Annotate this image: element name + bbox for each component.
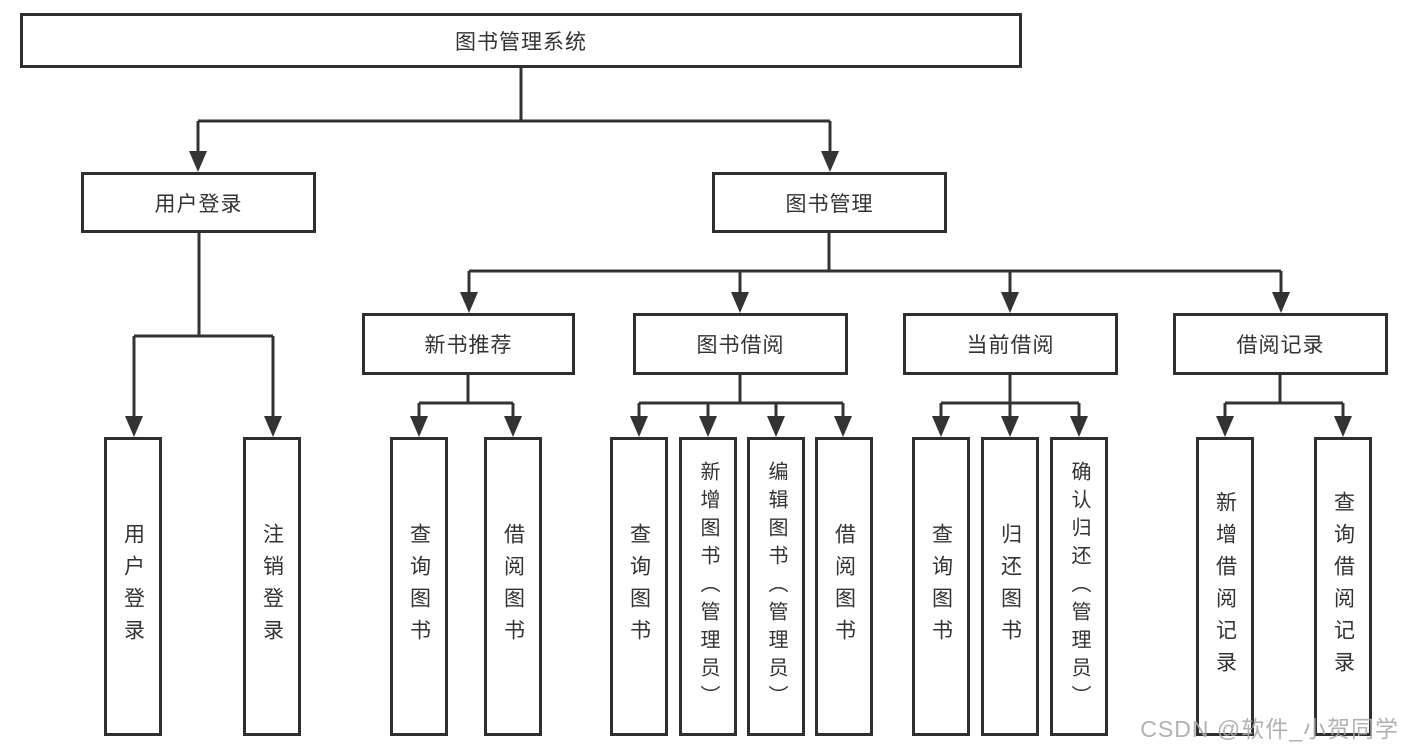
leaf-borrow-books-2: 借阅图书 <box>815 437 873 736</box>
leaf-user-login: 用户登录 <box>104 437 162 736</box>
leaf-query-borrow-record: 查询借阅记录 <box>1314 437 1372 736</box>
node-book-borrow: 图书借阅 <box>633 313 848 375</box>
node-book-management-label: 图书管理 <box>785 192 874 216</box>
node-root: 图书管理系统 <box>20 13 1022 68</box>
leaf-label: 归还图书 <box>998 522 1022 651</box>
leaf-label: 查询图书 <box>929 522 953 651</box>
node-borrow-records: 借阅记录 <box>1173 313 1388 375</box>
leaf-edit-books-admin: 编辑图书（管理员） <box>747 437 805 736</box>
connector-user-login <box>125 233 282 437</box>
leaf-label: 确认归还（管理员） <box>1068 460 1090 713</box>
leaf-label: 新增借阅记录 <box>1213 490 1237 683</box>
node-user-login: 用户登录 <box>81 172 316 233</box>
leaf-label: 查询借阅记录 <box>1331 490 1355 683</box>
node-current-borrow-label: 当前借阅 <box>966 334 1055 357</box>
leaf-confirm-return-admin: 确认归还（管理员） <box>1050 437 1108 736</box>
connector-book-management <box>460 233 1290 313</box>
connector-new-book-recommend <box>410 375 522 437</box>
leaf-label: 借阅图书 <box>501 522 525 651</box>
leaf-label: 查询图书 <box>407 522 431 651</box>
connector-borrow-records <box>1216 375 1352 437</box>
node-book-management: 图书管理 <box>712 172 947 233</box>
leaf-label: 编辑图书（管理员） <box>765 460 787 713</box>
leaf-return-books: 归还图书 <box>981 437 1039 736</box>
leaf-label: 注销登录 <box>260 522 284 651</box>
connector-current-borrow <box>932 375 1088 437</box>
node-new-book-recommend-label: 新书推荐 <box>424 334 513 357</box>
leaf-label: 查询图书 <box>627 522 651 651</box>
csdn-watermark: CSDN @软件_小贺同学 <box>1140 716 1399 742</box>
leaf-add-books-admin: 新增图书（管理员） <box>679 437 737 736</box>
leaf-borrow-books-1: 借阅图书 <box>484 437 542 736</box>
node-user-login-label: 用户登录 <box>154 192 243 216</box>
node-current-borrow: 当前借阅 <box>903 313 1118 375</box>
leaf-query-books-1: 查询图书 <box>390 437 448 736</box>
leaf-logout: 注销登录 <box>243 437 301 736</box>
leaf-query-books-2: 查询图书 <box>610 437 668 736</box>
leaf-label: 用户登录 <box>121 522 145 651</box>
connector-book-borrow <box>630 375 852 437</box>
leaf-add-borrow-record: 新增借阅记录 <box>1196 437 1254 736</box>
leaf-query-books-3: 查询图书 <box>912 437 970 736</box>
node-borrow-records-label: 借阅记录 <box>1236 334 1325 357</box>
node-new-book-recommend: 新书推荐 <box>362 313 575 375</box>
node-book-borrow-label: 图书借阅 <box>696 334 785 357</box>
node-root-label: 图书管理系统 <box>455 30 587 54</box>
connector-root <box>189 68 839 172</box>
leaf-label: 新增图书（管理员） <box>697 460 719 713</box>
leaf-label: 借阅图书 <box>832 522 856 651</box>
